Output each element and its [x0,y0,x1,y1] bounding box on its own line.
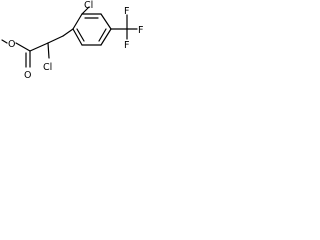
cf3-f-right-label: F [138,25,143,36]
carbonyl-oxygen-label: O [24,70,31,81]
alpha-chlorine-label: Cl [43,62,52,73]
oxygen-to-carbonyl-bond [15,42,31,52]
ester-oxygen-label: O [8,39,15,50]
ring-bond-1 [72,13,83,30]
carbonyl-to-alpha-carbon-bond [29,42,49,52]
ring-inner-double-bond-3 [76,28,85,42]
ring-inner-double-bond-2 [98,28,107,42]
alpha-carbon-to-chlorine-bond [47,42,50,59]
chemical-structure-diagram: O O Cl Cl F F F [1,0,143,81]
alpha-carbon-to-ch2-bond [47,35,64,44]
cf3-f-top-label: F [124,6,129,17]
ring-chlorine-label: Cl [84,0,93,11]
ch2-to-ring-bond [62,28,74,37]
ring-to-chlorine-bond [81,6,90,15]
methyl-to-oxygen-bond [1,39,8,44]
ring-bond-3 [100,13,112,30]
ring-bond-4 [100,28,112,46]
cf3-f-bottom-label: F [124,40,129,51]
ring-bond-6 [72,28,83,46]
